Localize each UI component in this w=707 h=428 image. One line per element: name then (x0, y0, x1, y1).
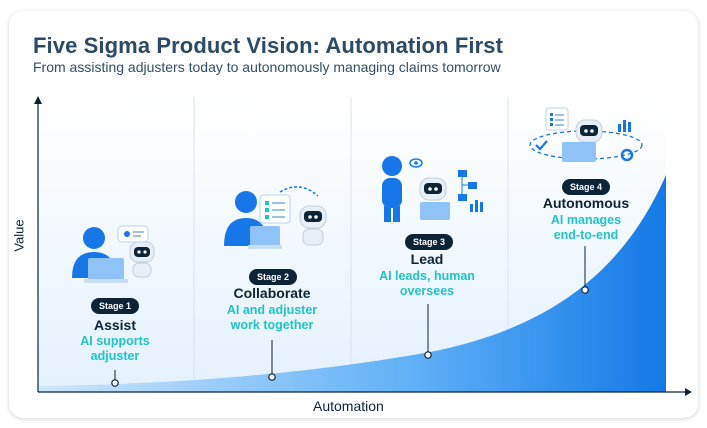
page-title: Five Sigma Product Vision: Automation Fi… (33, 33, 504, 58)
workflow-icon (458, 170, 477, 201)
stage-3-marker (424, 351, 432, 359)
chat-bubble-icon (117, 225, 149, 243)
chart-icon (470, 200, 483, 212)
stage-2-marker (268, 373, 276, 381)
checklist-icon (545, 107, 569, 131)
eye-icon (409, 158, 423, 168)
stage-4-badge: Stage 4 (562, 179, 611, 195)
y-axis-arrow (34, 96, 42, 104)
stage-2-badge: Stage 2 (249, 269, 298, 285)
robot-icon (562, 119, 603, 162)
robot-icon (129, 241, 155, 278)
chart-icon (618, 120, 631, 132)
robot-icon (419, 177, 450, 220)
growth-area (38, 175, 666, 392)
page-subtitle: From assisting adjusters today to autono… (33, 59, 501, 75)
checklist-icon (259, 194, 291, 224)
robot-icon (299, 205, 327, 246)
y-axis-label: Value (11, 219, 27, 252)
x-axis-arrow (685, 388, 692, 396)
person-with-laptop-icon (72, 227, 128, 283)
x-axis-label: Automation (313, 398, 384, 414)
stage-1-badge: Stage 1 (91, 298, 140, 314)
stage-2-name: Collaborate (233, 285, 311, 301)
thinking-person-icon (382, 156, 402, 222)
person-with-laptop-icon (224, 191, 282, 249)
stage-1-marker (111, 379, 119, 387)
stage-4-marker (581, 286, 589, 294)
stage-1-name: Assist (93, 317, 137, 333)
stage-3-name: Lead (410, 251, 444, 267)
status-ring-icon (620, 148, 634, 162)
stage-3-badge: Stage 3 (405, 234, 454, 250)
check-icon (535, 140, 548, 151)
stage-4-name: Autonomous (542, 195, 630, 211)
